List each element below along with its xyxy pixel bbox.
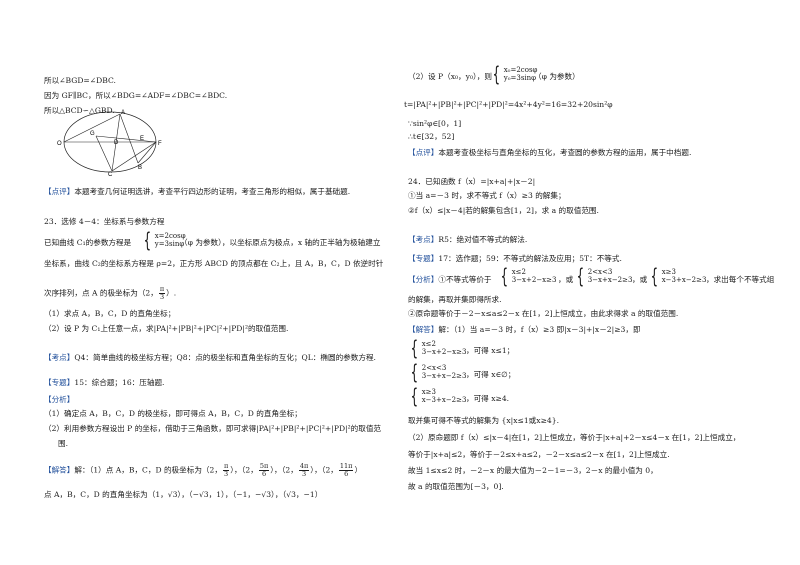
r4-text: ∴t∈[32，52] (408, 132, 455, 141)
fenxi-line-2: （2）利用参数方程设出 P 的坐标，借助于三角函数，即可求得|PA|²+|PB|… (44, 424, 382, 433)
fenxi-tag: 【分析】 (408, 275, 439, 284)
question-title: 23．选修 4－4：坐标系与参数方程 (44, 217, 165, 226)
question-title: 24．已知函数 f（x）=|x+a|+|x－2| (408, 177, 536, 186)
or-text: ，或 (632, 275, 648, 284)
dianping-tag: 【点评】 (408, 148, 439, 157)
q23-line-a: 已知曲线 C₁的参数方程是 (44, 238, 132, 247)
fenxi-line-d: ②原命题等价于－2－x≤a≤2－x 在[1，2]上恒成立，由此求得求 a 的取值… (408, 309, 679, 318)
case-result: ，可得 x≤1； (466, 346, 515, 355)
fig-label-e: E (140, 136, 144, 142)
fig-label-b: B (138, 165, 142, 171)
q24-part-2: ②f（x）≤|x－4|若的解集包含[1，2]，求 a 的取值范围. (408, 206, 599, 215)
r1-text: （2）设 P（x₀，y₀），则 (408, 72, 492, 81)
r1-suffix: （φ 为参数） (534, 72, 580, 81)
or-text: ，或 (558, 275, 574, 284)
q23-line-c: 坐标系，曲线 C₂的坐标系方程是 ρ=2，正方形 ABCD 的顶点都在 C₂上，… (44, 259, 384, 268)
r2-text: t=|PA|²+|PB|²+|PC|²+|PD|²=4x²+4y²=16=32+… (404, 100, 613, 109)
fenxi-line-1: （1）确定点 A，B，C，D 的极坐标，即可得点 A，B，C，D 的直角坐标； (44, 409, 302, 418)
dianping-line: 【点评】本题考查极坐标与直角坐标的互化，考查圆的参数方程的运用，属于中档题. (408, 148, 692, 157)
geometry-figure: O A F G D E B C (57, 110, 162, 176)
jieda-2b: 等价于|x+a|≤2，等价于－2≤x+a≤2，－2－x≤a≤2－x 在[1，2]… (408, 450, 670, 459)
fig-label-d: D (114, 140, 119, 146)
jieda-tag: 【解答】 (44, 465, 75, 475)
zhuanti-line: 【专题】15：综合题；16：压轴题. (44, 378, 165, 387)
kaodian-tag: 【考点】 (44, 353, 75, 362)
fenxi-tag: 【分析】 (44, 395, 75, 404)
r3-text: ∵sin²φ∈[0，1] (408, 119, 462, 128)
kaodian-line: 【考点】R5：绝对值不等式的解法. (408, 235, 528, 244)
jieda-line-2: 点 A，B，C，D 的直角坐标为（1，√3），（−√3，1），（−1，−√3），… (44, 490, 323, 499)
dianping-line: 【点评】本题考查几何证明选讲，考查平行四边形的证明，考查三角形的相似，属于基础题… (44, 187, 350, 197)
system-row: y=3sinφ (154, 240, 185, 248)
fig-label-o: O (57, 141, 62, 147)
fig-label-g: G (90, 131, 95, 137)
fenxi-line-3: 围. (58, 439, 69, 448)
system-row: x=2cosφ (154, 232, 186, 240)
jieda-line-1: 【解答】解：（1）当 a=－3 时，f（x）≥3 即|x－3|+|x－2|≥3，… (408, 325, 641, 334)
fenxi-line-c: 的解集，再取并集即得所求. (408, 295, 502, 304)
fig-label-a: A (121, 110, 125, 116)
fig-label-c: C (108, 172, 113, 176)
jieda-tag: 【解答】 (408, 325, 439, 334)
dianping-text: 本题考查几何证明选讲，考查平行四边形的证明，考查三角形的相似，属于基础题. (74, 187, 351, 196)
text-line: 因为 GF∥BC，所以∠BDG=∠ADF=∠DBC=∠BDC. (44, 91, 228, 100)
jieda-2a: （2）原命题即 f（x）≤|x－4|在[1，2]上恒成立，等价于|x+a|+2－… (408, 433, 741, 442)
case-result: ，可得 x≥4. (466, 394, 510, 403)
text-line: 所以△BCD∽△GBD. (44, 106, 115, 115)
text-line: 所以∠BGD=∠DBC. (44, 76, 116, 85)
kaodian-tag: 【考点】 (408, 235, 439, 244)
brace-icon: { (143, 228, 152, 252)
q23-part-1: （1）求点 A，B，C，D 的直角坐标； (44, 309, 176, 318)
zhuanti-tag: 【专题】 (408, 254, 439, 263)
q24-part-1: ①当 a=－3 时，求不等式 f（x）≥3 的解集； (408, 191, 566, 200)
case-result: ，可得 x∈∅； (466, 370, 516, 379)
brace-icon: { (492, 62, 501, 86)
q23-part-2: （2）设 P 为 C₁上任意一点，求|PA|²+|PB|²+|PC|²+|PD|… (44, 324, 289, 333)
fenxi-continue: ，求出每个不等式组 (706, 275, 775, 284)
zhuanti-line: 【专题】17：选作题；59：不等式的解法及应用；5T：不等式. (408, 254, 622, 263)
dianping-tag: 【点评】 (44, 187, 75, 196)
zhuanti-tag: 【专题】 (44, 378, 75, 387)
kaodian-line: 【考点】Q4：简单曲线的极坐标方程；Q8：点的极坐标和直角坐标的互化；QL：椭圆… (44, 353, 376, 362)
fenxi-line: 【分析】 (44, 395, 74, 405)
fenxi-line: 【分析】①不等式等价于 (408, 275, 492, 284)
jieda-2d: 故 a 的取值范围为[－3，0]. (408, 482, 504, 491)
q23-line-b: （φ 为参数），以坐标原点为极点，x 轴的正半轴为极轴建立 (180, 238, 381, 247)
fig-label-f: F (158, 141, 162, 147)
jieda-union: 取并集可得不等式的解集为 {x|x≤1或x≥4}. (408, 416, 560, 425)
jieda-2c: 故当 1≤x≤2 时，－2－x 的最大值为－2－1=－3，2－x 的最小值为 0… (408, 466, 658, 475)
